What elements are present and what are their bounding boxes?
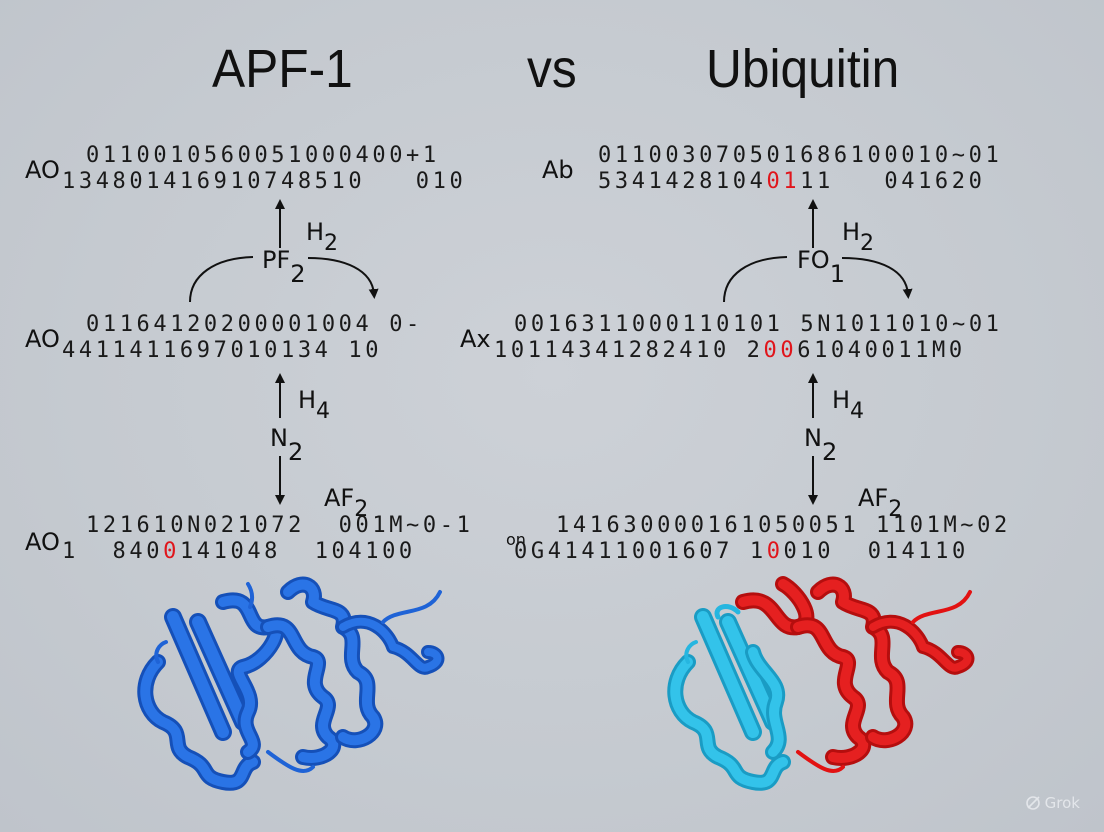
right-row1-top-seq: 011003070501686100010~01: [598, 143, 1003, 168]
left-top-mediator: PF2: [262, 246, 306, 288]
right-curved-arrow: [723, 256, 913, 303]
left-row1-label: AO: [25, 156, 60, 184]
right-top-side-sub: 2: [860, 231, 875, 256]
right-row3-top-seq: 141630000161050051 1101M~02: [556, 513, 1011, 538]
right-bottom-side-sub: 2: [888, 497, 903, 522]
right-row2-label: Ax: [460, 325, 491, 353]
right-top-mediator-sub: 1: [829, 260, 845, 288]
right-row1-bottom-seq: 53414281040111 041620: [598, 170, 985, 194]
seq-highlight: 01: [766, 169, 801, 194]
watermark-text: Grok: [1044, 794, 1080, 812]
left-mid-side-main: H: [298, 386, 317, 414]
left-curved-arrow: [189, 256, 379, 303]
right-row2-bottom-seq: 10114341282410 20061040011M0: [494, 339, 966, 363]
left-row2-label: AO: [25, 325, 60, 353]
ubiquitin-protein-ribbon: [667, 576, 975, 791]
right-row1-label: Ab: [542, 156, 574, 184]
left-row2-bottom-seq: 4411411697010134 10: [62, 338, 383, 363]
seq-highlight: 0: [766, 539, 784, 564]
right-mid-side-sub: 4: [850, 399, 865, 424]
right-mid-mediator-main: N: [804, 424, 822, 452]
seq-part: 141048 104100: [179, 539, 416, 564]
right-mid-mediator: N2: [804, 424, 837, 466]
left-title: APF-1: [212, 39, 353, 99]
left-mid-mediator-sub: 2: [287, 438, 304, 466]
left-row3-bottom-seq: 1 8400141048 104100: [62, 540, 416, 564]
right-top-side-main: H: [842, 218, 861, 246]
left-mid-mediator: N2: [270, 424, 303, 466]
right-bottom-side-main: AF: [858, 484, 889, 512]
right-mid-mediator-sub: 2: [821, 438, 838, 466]
right-title: Ubiquitin: [706, 39, 900, 99]
left-top-side-label: H2: [306, 218, 338, 256]
left-row2-top-seq: 01164120200001004 0-: [86, 312, 423, 337]
seq-part: 010 014110: [783, 539, 969, 564]
right-row3-bottom-seq: 0G41411001607 10010 014110: [514, 540, 969, 564]
right-top-side-label: H2: [842, 218, 874, 256]
right-top-mediator-main: FO: [797, 246, 830, 274]
watermark: Grok: [1025, 794, 1080, 812]
left-mid-mediator-main: N: [270, 424, 288, 452]
left-row3-top-seq: 121610N021072 001M~0-1: [86, 513, 474, 538]
left-top-side-sub: 2: [324, 231, 339, 256]
seq-part: 11 041620: [800, 169, 986, 194]
seq-highlight: 0: [163, 539, 180, 564]
left-mid-side-sub: 4: [316, 399, 331, 424]
right-mid-side-main: H: [832, 386, 851, 414]
right-row2-top-seq: 0016311000110101 5N1011010~01: [514, 312, 1003, 337]
left-bottom-side-main: AF: [324, 484, 355, 512]
left-top-side-main: H: [306, 218, 325, 246]
seq-highlight: 00: [763, 338, 798, 363]
seq-part: 10114341282410 2: [494, 338, 764, 363]
left-top-mediator-main: PF: [262, 246, 291, 274]
right-bottom-side-label: AF2: [858, 484, 902, 522]
left-row1-bottom-seq: 134801416910748510 010: [62, 169, 467, 194]
seq-part: 5341428104: [598, 169, 767, 194]
left-bottom-side-label: AF2: [324, 484, 368, 522]
seq-part: 0G41411001607 1: [514, 539, 767, 564]
seq-part: 61040011M0: [797, 338, 966, 363]
seq-part: 1 840: [62, 539, 164, 564]
vs-label: vs: [527, 39, 577, 99]
grok-logo-icon: [1025, 796, 1040, 810]
apf1-protein-ribbon: [137, 576, 445, 791]
right-top-mediator: FO1: [797, 246, 845, 288]
right-row3-label: on: [506, 530, 526, 549]
right-mid-side-label: H4: [832, 386, 864, 424]
left-row1-top-seq: 0110010560051000400+1: [86, 143, 440, 168]
left-row3-label: AO: [25, 528, 60, 556]
left-mid-side-label: H4: [298, 386, 330, 424]
left-top-mediator-sub: 2: [290, 260, 306, 288]
left-bottom-side-sub: 2: [354, 497, 369, 522]
